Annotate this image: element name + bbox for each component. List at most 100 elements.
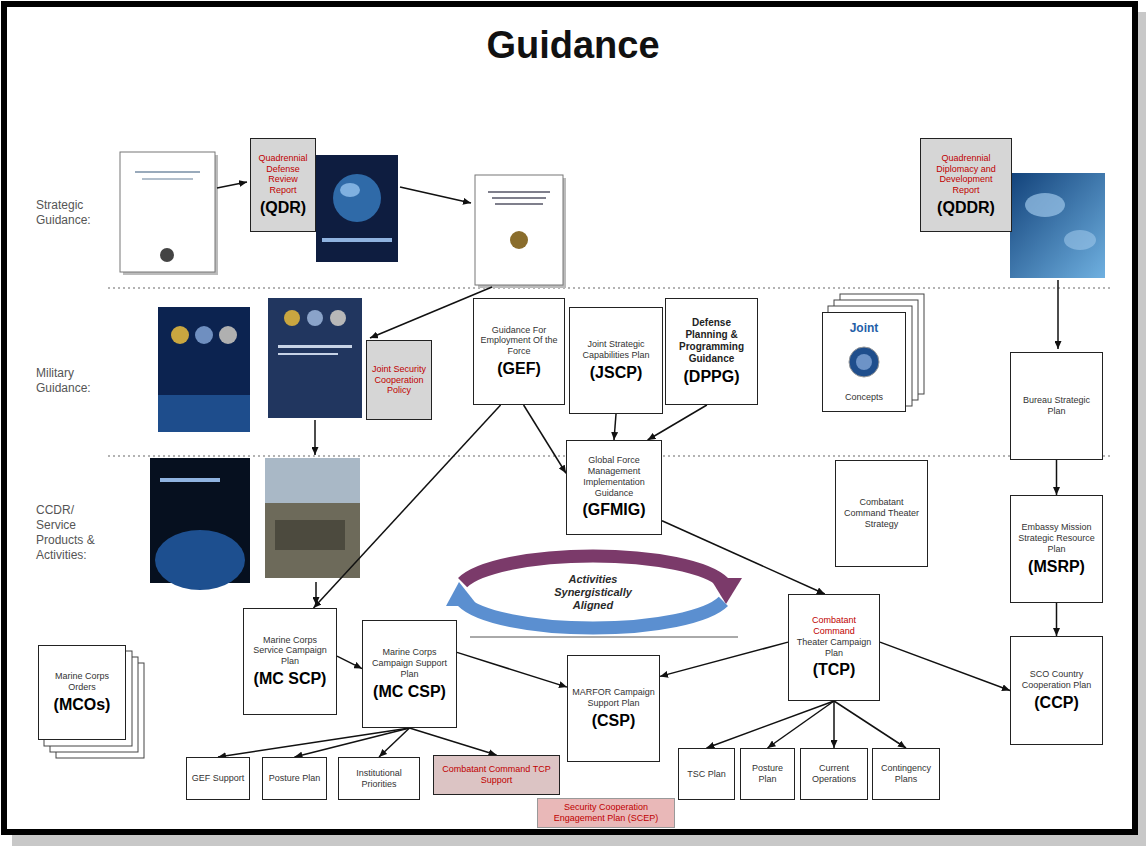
seal-icon — [856, 354, 872, 370]
connector-arrow — [295, 728, 410, 757]
connector-arrow — [337, 656, 362, 668]
document-stack: JointConcepts — [822, 312, 906, 412]
globe-icon — [155, 530, 245, 590]
box-text: Combatant Command Theater Strategy — [840, 497, 923, 529]
box-text: Institutional Priorities — [343, 768, 415, 790]
seal-icon — [284, 310, 300, 326]
cover-image — [268, 298, 362, 418]
report-box: Quadrennial Diplomacy and Development Re… — [920, 138, 1012, 232]
acronym-label: (QDDR) — [925, 199, 1007, 217]
acronym-label: (GFMIG) — [571, 501, 657, 519]
acronym-label: (MSRP) — [1015, 558, 1098, 576]
guidance-box: Guidance For Employment Of the Force (GEF… — [473, 298, 565, 405]
cover-band — [322, 238, 392, 242]
cover-image — [316, 155, 398, 262]
seal-icon — [510, 231, 528, 249]
box-text: Joint Strategic Capabilities Plan — [574, 339, 658, 361]
connector-arrow — [614, 414, 616, 440]
guidance-box: Joint Strategic Capabilities Plan (JSCP) — [569, 307, 663, 414]
frame — [4, 4, 1135, 832]
acronym-label: (QDR) — [255, 199, 311, 217]
box-text: Theater Campaign Plan — [793, 637, 875, 659]
box-text: Defense Planning & Programming Guidance — [670, 317, 753, 365]
box-text: Combatant Command TCP Support — [438, 764, 555, 786]
box-text: GEF Support — [191, 773, 245, 784]
box-text: Combatant Command — [793, 615, 875, 637]
connector-arrow — [218, 728, 410, 757]
stacked-page — [822, 312, 906, 412]
box-text: Concepts — [827, 392, 901, 403]
document-stack: Marine Corps Orders(MCOs) — [38, 645, 126, 740]
connector-arrow — [314, 405, 501, 608]
box-text: Guidance For Employment Of the Force — [478, 325, 560, 357]
seal-icon — [160, 248, 174, 262]
sub-plan-box: Security Cooperation Engagement Plan (SC… — [537, 798, 675, 828]
plan-box: Bureau Strategic Plan — [1010, 352, 1103, 460]
sub-plan-box: Combatant Command TCP Support — [433, 755, 560, 795]
row-label: Military Guidance: — [36, 366, 106, 396]
cover-band — [278, 353, 338, 355]
connector-arrow — [880, 642, 1010, 690]
acronym-label: (MCOs) — [43, 696, 121, 714]
box-text: Marine Corps Service Campaign Plan — [248, 635, 332, 667]
box-text: Marine Corps Campaign Support Plan — [367, 647, 452, 679]
guidance-box: Defense Planning & Programming Guidance(… — [665, 298, 758, 405]
seal-icon — [219, 326, 237, 344]
box-text: Contingency Plans — [877, 763, 935, 785]
document-image — [475, 175, 563, 285]
box-text: Embassy Mission Strategic Resource Plan — [1015, 522, 1098, 554]
acronym-label: (JSCP) — [574, 364, 658, 382]
map-shape — [1064, 230, 1096, 250]
connector-arrow — [707, 701, 835, 748]
sub-plan-box: Institutional Priorities — [338, 757, 420, 800]
box-text: SCO Country Cooperation Plan — [1015, 669, 1098, 691]
strategy-box: Combatant Command Theater Strategy — [835, 460, 928, 567]
plan-box: Combatant CommandTheater Campaign Plan(T… — [788, 594, 880, 701]
cycle-arrow-head — [446, 582, 478, 606]
globe-icon — [333, 174, 381, 222]
connector-arrow — [1056, 603, 1058, 636]
arrow — [217, 182, 247, 188]
policy-box: Joint Security Cooperation Policy — [366, 340, 432, 420]
divider-line — [470, 637, 738, 638]
connector-arrow — [768, 701, 835, 748]
arrow — [400, 187, 471, 203]
seal-icon — [171, 326, 189, 344]
arrow — [315, 582, 317, 605]
box-text: MARFOR Campaign Support Plan — [572, 687, 655, 709]
diagram-title: Guidance — [0, 24, 1146, 67]
connector-arrow — [379, 728, 410, 757]
sub-plan-box: TSC Plan — [678, 748, 735, 800]
document-line — [142, 178, 193, 180]
connector-arrow — [457, 652, 567, 687]
connector-arrow — [524, 405, 566, 473]
connector-arrow — [1056, 460, 1058, 495]
document-line — [492, 197, 546, 199]
tier-divider — [108, 287, 1112, 289]
photo-sky — [265, 458, 360, 503]
document-line — [135, 171, 200, 173]
seal-icon — [307, 310, 323, 326]
box-text: Posture Plan — [745, 763, 790, 785]
box-text: Quadrennial Defense Review Report — [255, 153, 311, 196]
box-text: Current Operations — [805, 763, 863, 785]
document-line — [488, 191, 550, 193]
acronym-label: (GEF) — [478, 360, 560, 378]
plan-box: Embassy Mission Strategic Resource Plan (… — [1010, 495, 1103, 603]
plan-box: SCO Country Cooperation Plan(CCP) — [1010, 636, 1103, 745]
cover-image — [158, 307, 250, 432]
cover-band — [160, 478, 220, 482]
plan-box: MARFOR Campaign Support Plan (CSP) — [567, 655, 660, 762]
connector-arrow — [833, 701, 835, 748]
cover-band — [278, 345, 352, 348]
connector-arrow — [410, 728, 497, 755]
arrow — [1057, 280, 1059, 349]
box-text: Posture Plan — [267, 773, 322, 784]
plan-box: Marine Corps Service Campaign Plan(MC SC… — [243, 608, 337, 715]
sub-plan-box: Posture Plan — [740, 748, 795, 800]
cover-image — [1010, 173, 1105, 278]
box-text: Bureau Strategic Plan — [1015, 395, 1098, 417]
arrow — [314, 420, 316, 455]
acronym-label: (CSP) — [572, 712, 655, 730]
